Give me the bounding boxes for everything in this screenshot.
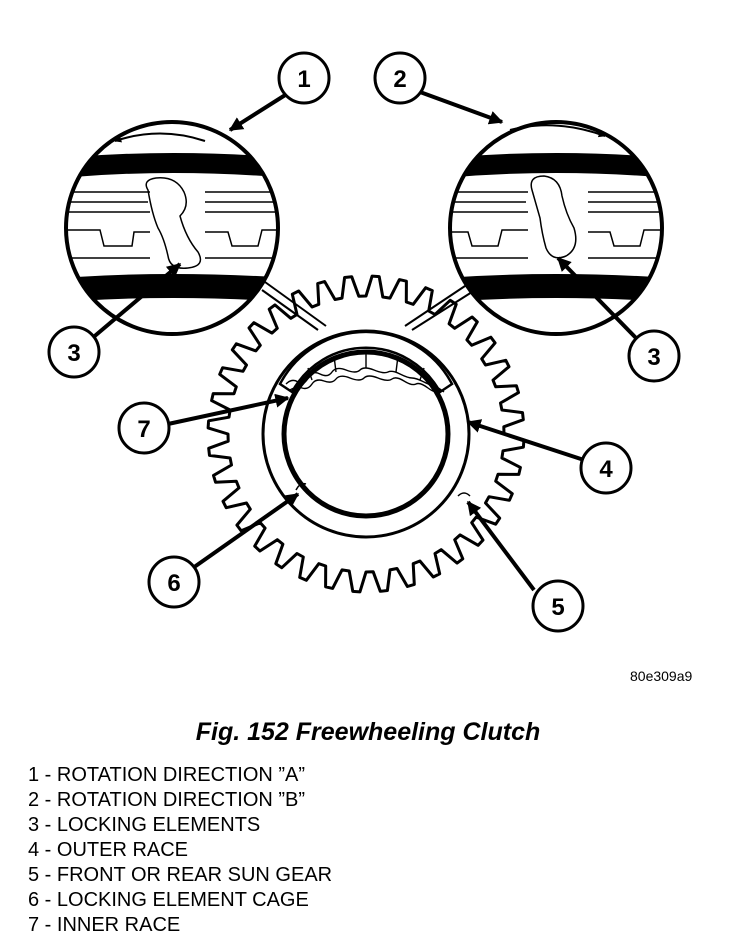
leader-lines [88, 90, 638, 592]
svg-text:7: 7 [137, 416, 150, 443]
legend-list: 1 - ROTATION DIRECTION ”A” 2 - ROTATION … [28, 763, 332, 938]
callout-3-left: 3 [47, 325, 101, 379]
legend-item: 5 - FRONT OR REAR SUN GEAR [28, 864, 333, 886]
callout-3-right: 3 [627, 329, 681, 383]
rotation-arrow-a [114, 132, 206, 143]
detail-circle-right [448, 120, 664, 336]
legend-item: 4 - OUTER RACE [28, 839, 189, 861]
callout-2: 2 [373, 51, 427, 105]
legend-item: 7 - INNER RACE [28, 914, 181, 936]
locking-element-cage [278, 330, 454, 394]
legend-item: 1 - ROTATION DIRECTION ”A” [28, 764, 306, 786]
figure-caption: Fig. 152 Freewheeling Clutch [195, 718, 541, 746]
svg-text:1: 1 [297, 66, 310, 93]
legend-item: 3 - LOCKING ELEMENTS [28, 814, 261, 836]
callout-1: 1 [277, 51, 331, 105]
svg-text:3: 3 [647, 344, 660, 371]
legend-item: 2 - ROTATION DIRECTION ”B” [28, 789, 306, 811]
svg-text:4: 4 [599, 456, 613, 483]
callout-4: 4 [579, 441, 633, 495]
detail-connector-lines [261, 281, 473, 331]
detail-circle-left [64, 120, 280, 336]
locking-elements-band [285, 352, 445, 393]
freewheeling-clutch-diagram: 1 2 3 3 4 5 6 7 [47, 51, 681, 633]
svg-text:5: 5 [551, 594, 564, 621]
callout-7: 7 [117, 401, 171, 455]
legend-item: 6 - LOCKING ELEMENT CAGE [28, 889, 309, 911]
rotation-arrow-b [509, 124, 606, 138]
svg-text:2: 2 [393, 66, 406, 93]
figure-code: 80e309a9 [630, 668, 693, 684]
callout-5: 5 [531, 579, 585, 633]
svg-text:6: 6 [167, 570, 180, 597]
svg-text:3: 3 [67, 340, 80, 367]
callout-6: 6 [147, 555, 201, 609]
sun-gear [206, 274, 526, 594]
